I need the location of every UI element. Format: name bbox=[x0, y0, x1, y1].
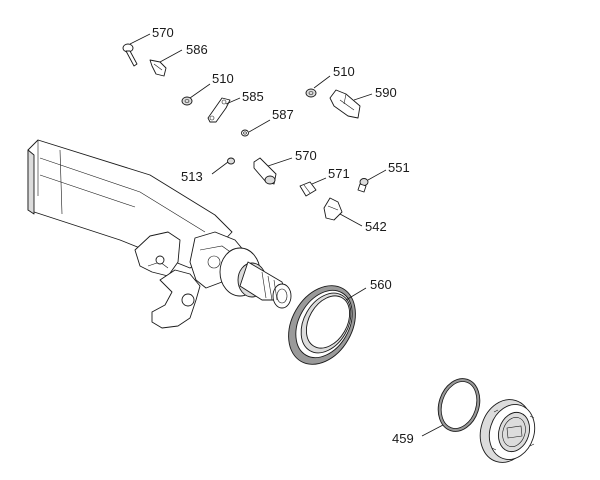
nut-510-right bbox=[305, 88, 317, 98]
axle-housing bbox=[27, 139, 246, 329]
callout-542: 542 bbox=[365, 219, 387, 234]
leader-lines bbox=[129, 33, 444, 437]
callout-510-right: 510 bbox=[333, 64, 355, 79]
callout-510-left: 510 bbox=[212, 71, 234, 86]
bracket-590 bbox=[329, 89, 361, 119]
hub-cap bbox=[479, 399, 536, 463]
oil-seal-560 bbox=[288, 285, 356, 365]
callout-459: 459 bbox=[392, 431, 414, 446]
callout-551: 551 bbox=[388, 160, 410, 175]
screw-551 bbox=[357, 178, 369, 193]
callout-586: 586 bbox=[186, 42, 208, 57]
pin-570-top bbox=[122, 43, 138, 67]
nut-510-left bbox=[181, 96, 193, 106]
callout-590: 590 bbox=[375, 85, 397, 100]
nut-513 bbox=[227, 157, 235, 165]
bushing-571 bbox=[299, 181, 317, 197]
sensor-570-middle bbox=[253, 157, 277, 185]
bracket-585 bbox=[207, 97, 231, 123]
spindle bbox=[219, 247, 292, 309]
callout-570-middle: 570 bbox=[295, 148, 317, 163]
sensor-bracket-542 bbox=[323, 197, 343, 221]
clip-586 bbox=[149, 59, 167, 77]
callout-513: 513 bbox=[181, 169, 203, 184]
callout-585: 585 bbox=[242, 89, 264, 104]
washer-587 bbox=[241, 129, 249, 137]
callout-570-top: 570 bbox=[152, 25, 174, 40]
callout-587: 587 bbox=[272, 107, 294, 122]
callout-labels: 570 586 510 585 510 590 587 570 513 571 … bbox=[152, 25, 414, 446]
o-ring-459 bbox=[437, 378, 481, 432]
callout-571: 571 bbox=[328, 166, 350, 181]
callout-560: 560 bbox=[370, 277, 392, 292]
